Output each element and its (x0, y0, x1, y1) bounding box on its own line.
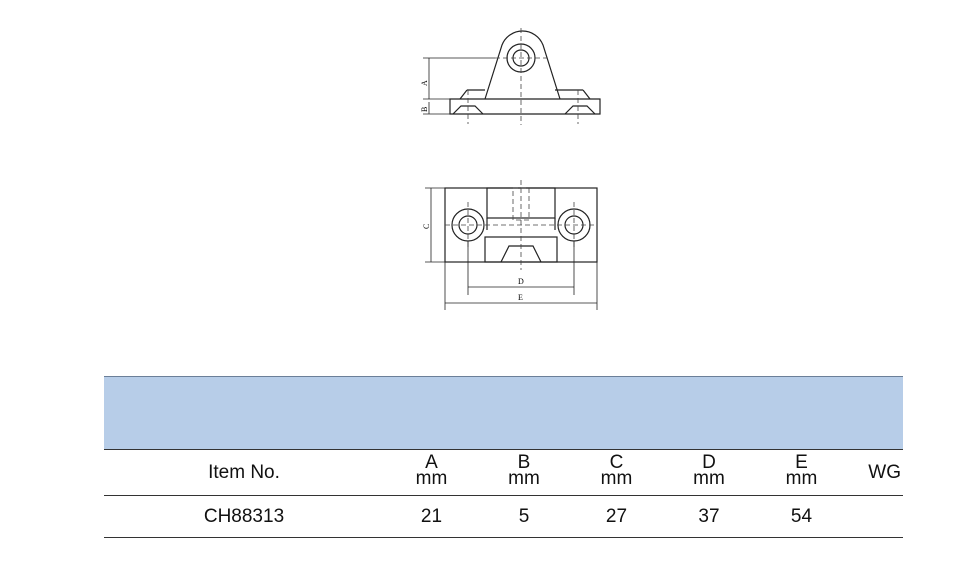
side-view-lug (484, 30, 561, 100)
header-dim-b: B mm (479, 450, 569, 496)
technical-drawing: A B C D E (420, 28, 601, 310)
dim-label-c: C (422, 224, 431, 229)
cell-dim-c: 27 (605, 505, 628, 527)
dim-label-a: A (420, 80, 429, 86)
side-view-base-bevel (459, 89, 591, 100)
table-header-band (104, 376, 903, 450)
cell-dim-a: 21 (420, 505, 443, 527)
dim-label-e: E (518, 293, 523, 302)
header-dim-c-letter: C (609, 452, 624, 473)
header-dim-a-letter: A (425, 452, 438, 473)
header-wg: WG (868, 461, 901, 483)
dim-label-d: D (518, 277, 524, 286)
header-dim-b-letter: B (517, 452, 531, 473)
table-header-row: Item No. A mm B mm C mm D mm (104, 449, 903, 496)
header-dim-a: A mm (384, 450, 479, 496)
table-row: CH88313 21 5 27 37 54 (104, 495, 903, 538)
dim-label-b: B (420, 107, 429, 112)
header-dim-c: C mm (569, 450, 664, 496)
cell-dim-e: 54 (790, 505, 813, 527)
header-dim-d: D mm (664, 450, 754, 496)
header-dim-e-letter: E (795, 452, 808, 473)
side-view-base (449, 98, 601, 115)
cell-wg (849, 496, 903, 538)
header-dim-c-unit: mm (600, 468, 633, 489)
header-dim-d-unit: mm (693, 468, 725, 489)
cell-dim-d: 37 (698, 505, 720, 527)
cell-item-no: CH88313 (203, 505, 285, 527)
header-item-no: Item No. (208, 461, 280, 483)
header-dim-e: E mm (754, 450, 849, 496)
cell-dim-b: 5 (518, 505, 530, 527)
spec-table-wrapper: Item No. A mm B mm C mm D mm (104, 449, 903, 538)
header-dim-b-unit: mm (508, 468, 540, 489)
header-dim-a-unit: mm (415, 468, 448, 489)
spec-table: Item No. A mm B mm C mm D mm (104, 449, 903, 538)
header-dim-e-unit: mm (785, 468, 818, 489)
header-dim-d-letter: D (702, 452, 716, 473)
